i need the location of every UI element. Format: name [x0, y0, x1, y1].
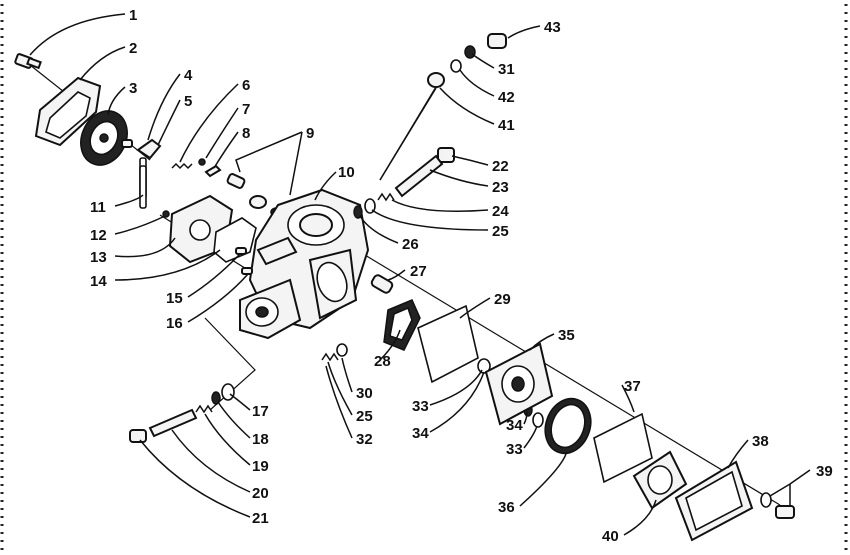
callout-42: 42 [498, 89, 515, 106]
part-spring-19 [195, 404, 213, 414]
callout-2: 2 [129, 40, 137, 57]
part-fitting-43 [487, 33, 507, 49]
callout-18: 18 [252, 431, 269, 448]
part-nut-41 [427, 72, 445, 88]
callout-28: 28 [374, 353, 391, 370]
part-washer-30 [336, 343, 348, 357]
part-spring-24 [377, 192, 395, 202]
part-spring-6 [171, 162, 193, 170]
callout-27: 27 [410, 263, 427, 280]
callout-40: 40 [602, 528, 619, 545]
callout-4: 4 [184, 67, 193, 84]
callout-9: 9 [306, 125, 314, 142]
callout-26: 26 [402, 236, 419, 253]
part-pin-7 [198, 158, 206, 166]
callout-36: 36 [498, 499, 515, 516]
callout-17: 17 [252, 403, 269, 420]
callout-13: 13 [90, 249, 107, 266]
part-screw-20 [148, 408, 198, 438]
part-screw-32 [321, 352, 339, 362]
callout-3: 3 [129, 80, 137, 97]
callout-41: 41 [498, 117, 515, 134]
callout-22: 22 [492, 158, 509, 175]
callout-25-upper: 25 [492, 223, 509, 240]
part-diaphragm-40 [632, 450, 688, 510]
part-gasket-36 [544, 397, 592, 455]
part-screw-1 [14, 53, 42, 70]
part-cover-plate-2 [34, 76, 102, 147]
part-diaphragm-3 [80, 110, 128, 166]
callout-1: 1 [129, 7, 137, 24]
callout-19: 19 [252, 458, 269, 475]
part-plate-37 [593, 412, 653, 484]
callout-5: 5 [184, 93, 192, 110]
part-fitting-27 [370, 274, 394, 294]
callout-12: 12 [90, 227, 107, 244]
callout-35: 35 [558, 327, 575, 344]
callout-34-left: 34 [412, 425, 429, 442]
part-washer-42 [450, 59, 462, 73]
part-gasket-28 [383, 299, 421, 351]
part-screw-15 [235, 247, 247, 255]
callout-8: 8 [242, 125, 250, 142]
part-oring-26 [353, 205, 363, 219]
callout-33-right: 33 [506, 441, 523, 458]
part-screw-head-22 [437, 147, 455, 163]
part-washer-17 [221, 383, 235, 401]
callout-30: 30 [356, 385, 373, 402]
part-pump-body-35 [484, 342, 554, 426]
callout-34-right: 34 [506, 417, 523, 434]
part-washer-31 [464, 45, 476, 59]
callout-38: 38 [752, 433, 769, 450]
part-needle-assembly-9 [226, 173, 282, 217]
part-screw-39 [760, 492, 795, 519]
callout-leader-lines [29, 13, 811, 536]
callout-7: 7 [242, 101, 250, 118]
callout-29: 29 [494, 291, 511, 308]
callout-16: 16 [166, 315, 183, 332]
part-oring-18 [211, 391, 221, 405]
part-plate-29 [417, 304, 479, 384]
callout-33-left: 33 [412, 398, 429, 415]
callout-39: 39 [816, 463, 833, 480]
part-screw-4 [121, 139, 133, 148]
callout-14: 14 [90, 273, 107, 290]
callout-20: 20 [252, 485, 269, 502]
callout-32: 32 [356, 431, 373, 448]
callout-25-lower: 25 [356, 408, 373, 425]
callout-31: 31 [498, 61, 515, 78]
callout-23: 23 [492, 179, 509, 196]
callout-37: 37 [624, 378, 641, 395]
callout-6: 6 [242, 77, 250, 94]
callout-labels: 1 2 3 4 5 6 7 8 9 10 11 12 13 14 15 16 1… [90, 7, 833, 545]
callout-43: 43 [544, 19, 561, 36]
part-screw-16 [241, 267, 253, 275]
part-washer-33-right [532, 412, 544, 428]
callout-11: 11 [90, 199, 106, 216]
callout-24: 24 [492, 203, 509, 220]
part-cover-38 [674, 460, 754, 542]
part-screw-23 [394, 154, 444, 198]
part-carburetor-body-10 [239, 188, 370, 340]
callout-21: 21 [252, 510, 269, 527]
part-clip-8 [204, 164, 222, 178]
part-screw-head-21 [129, 429, 147, 443]
callout-10: 10 [338, 164, 355, 181]
part-rod-11 [139, 165, 147, 209]
callout-15: 15 [166, 290, 183, 307]
